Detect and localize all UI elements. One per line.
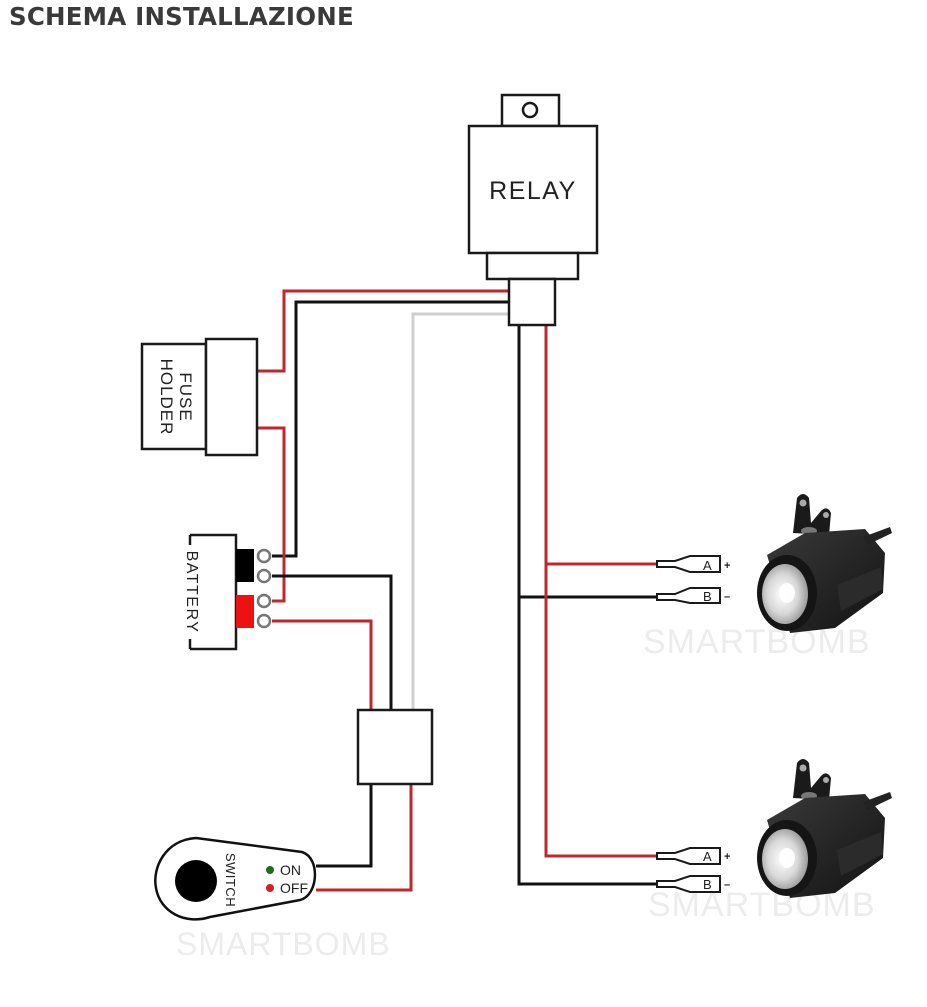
watermark: SMARTBOMB [176, 926, 391, 962]
battery [188, 533, 272, 651]
battery-label: BATTERY [183, 551, 200, 634]
light-2-terminal-b: B [703, 877, 712, 892]
wire-black-battery-switchbox [272, 574, 393, 710]
watermark: SMARTBOMB [643, 623, 871, 661]
wire-red-fuse-battery [257, 426, 286, 603]
wire-black-relay-ground [272, 300, 508, 558]
fuse-holder-label-line2: HOLDER [157, 359, 176, 436]
connector-a [656, 847, 721, 865]
switch[interactable]: ON OFF [154, 836, 317, 921]
fuse-holder [140, 337, 259, 457]
ring-terminal [256, 568, 272, 584]
light-1-terminal-a: A [703, 558, 712, 573]
light-1-plus: + [724, 560, 730, 572]
wire-gray-trigger [411, 312, 508, 710]
light-2-connectors [656, 847, 721, 893]
fuse-holder-label-line1: FUSE [176, 372, 195, 421]
switch-off-label: OFF [280, 880, 308, 896]
switch-label: SWITCH [223, 853, 238, 907]
switch-button[interactable] [175, 860, 217, 902]
page-title: SCHEMA INSTALLAZIONE [9, 2, 354, 31]
wire-red-battery-switchbox [272, 619, 373, 710]
ring-terminal [256, 613, 272, 629]
switch-on-label: ON [280, 862, 301, 878]
wire-black-switch-on [316, 784, 373, 868]
relay-base [485, 251, 580, 281]
watermark: SMARTBOMB [648, 886, 876, 924]
light-1-connectors [656, 555, 721, 604]
connector-a [656, 555, 721, 573]
wire-red-output-bus [544, 325, 657, 858]
light-2-minus: – [724, 879, 730, 891]
ring-terminal [256, 593, 272, 609]
wire-black-output-bus [517, 325, 657, 886]
relay-label: RELAY [489, 177, 577, 205]
led-on-indicator [266, 866, 274, 874]
battery-negative-terminal [236, 549, 254, 582]
wire-red-switch-off [316, 784, 413, 892]
fog-light-2 [757, 759, 892, 898]
led-off-indicator [266, 884, 274, 892]
connector-b [656, 875, 721, 893]
relay-connector [507, 277, 557, 327]
relay [467, 93, 599, 327]
wire-red-relay-fuse [257, 289, 508, 373]
connector-b [656, 587, 721, 604]
light-1-minus: – [724, 591, 730, 603]
fog-light-1 [757, 494, 892, 633]
relay-mount-hole [521, 101, 539, 119]
ring-terminal [256, 548, 272, 564]
switch-junction-box [356, 708, 434, 786]
light-1-terminal-b: B [703, 589, 712, 604]
light-2-terminal-a: A [703, 849, 712, 864]
battery-positive-terminal [236, 595, 254, 628]
light-2-plus: + [724, 851, 730, 863]
